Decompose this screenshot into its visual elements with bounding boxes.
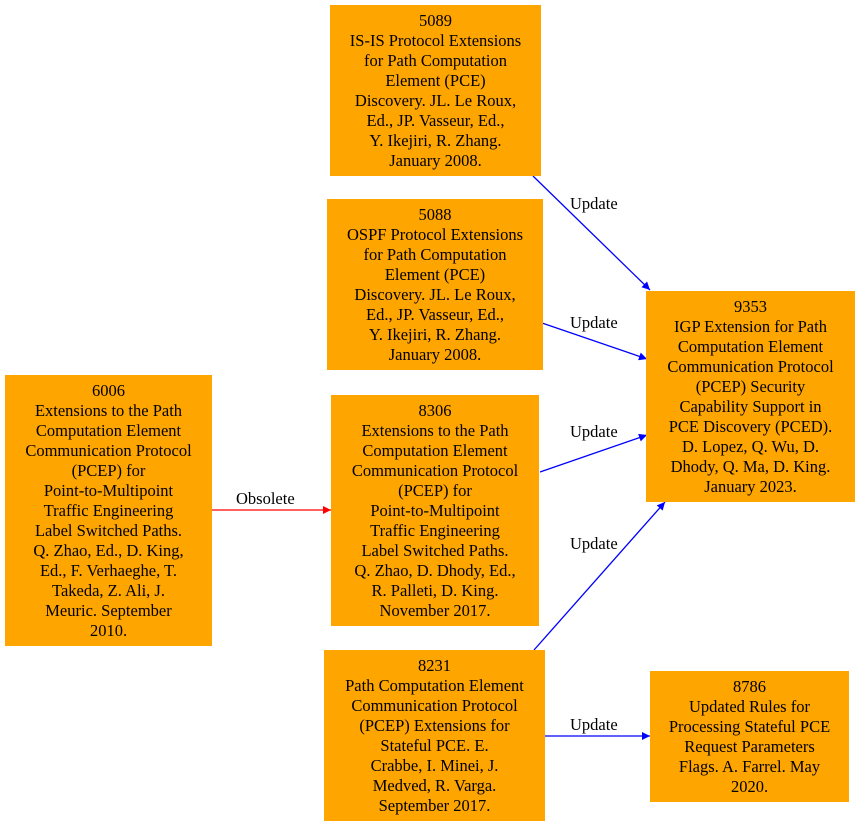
edge-label-8231-9353: Update bbox=[570, 534, 618, 553]
node-8231-line-3: (PCEP) Extensions for bbox=[359, 715, 510, 735]
node-6006-line-5: Point-to-Multipoint bbox=[43, 480, 174, 500]
node-5089-line-4: Discovery. JL. Le Roux, bbox=[354, 90, 517, 110]
node-9353-number: 9353 bbox=[734, 296, 767, 316]
node-8306-line-9: R. Palleti, D. King. bbox=[371, 580, 499, 600]
node-5089-line-5: Ed., JP. Vasseur, Ed., bbox=[366, 110, 505, 130]
node-6006-line-3: Communication Protocol bbox=[25, 440, 192, 460]
node-5088-number: 5088 bbox=[418, 204, 452, 224]
node-8306: 8306 Extensions to the Path Computation … bbox=[331, 395, 539, 626]
node-8231-line-5: Crabbe, I. Minei, J. bbox=[370, 755, 499, 775]
edge-label-6006-8306: Obsolete bbox=[236, 489, 295, 508]
node-5089: 5089 IS-IS Protocol Extensions for Path … bbox=[330, 5, 541, 176]
node-5088-line-6: Y. Ikejiri, R. Zhang. bbox=[368, 324, 502, 344]
node-8306-line-1: Extensions to the Path bbox=[361, 420, 509, 440]
node-6006-line-12: 2010. bbox=[89, 620, 128, 640]
node-9353-line-4: (PCEP) Security bbox=[695, 376, 806, 396]
node-6006-line-6: Traffic Engineering bbox=[43, 500, 174, 520]
node-8306-line-7: Label Switched Paths. bbox=[361, 540, 509, 560]
node-6006-number: 6006 bbox=[92, 380, 125, 400]
node-5088-line-1: OSPF Protocol Extensions bbox=[346, 224, 524, 244]
node-8231-line-2: Communication Protocol bbox=[351, 695, 518, 715]
node-8306-line-3: Communication Protocol bbox=[351, 460, 519, 480]
node-8231-line-1: Path Computation Element bbox=[345, 675, 524, 695]
node-8231: 8231 Path Computation Element Communicat… bbox=[324, 650, 545, 821]
node-8786-line-2: Processing Stateful PCE bbox=[668, 716, 831, 736]
node-9353-line-8: Dhody, Q. Ma, D. King. bbox=[670, 456, 831, 476]
node-5089-line-3: Element (PCE) bbox=[385, 70, 486, 90]
node-5089-line-2: for Path Computation bbox=[364, 50, 507, 70]
node-5088-line-4: Discovery. JL. Le Roux, bbox=[354, 284, 516, 304]
edge-5088-9353 bbox=[541, 322, 648, 361]
node-9353-line-2: Computation Element bbox=[677, 336, 824, 356]
edge-8231-9353 bbox=[533, 501, 666, 651]
node-6006-line-2: Computation Element bbox=[35, 420, 182, 440]
node-8786-line-4: Flags. A. Farrel. May bbox=[678, 756, 821, 776]
node-6006-line-4: (PCEP) for bbox=[71, 460, 146, 480]
node-9353-line-7: D. Lopez, Q. Wu, D. bbox=[682, 436, 819, 456]
node-8231-line-4: Stateful PCE. E. bbox=[380, 735, 489, 755]
node-6006-line-1: Extensions to the Path bbox=[34, 400, 183, 420]
node-5089-line-6: Y. Ikejiri, R. Zhang. bbox=[369, 130, 502, 150]
node-8306-line-2: Computation Element bbox=[362, 440, 508, 460]
node-6006-line-9: Ed., F. Verhaeghe, T. bbox=[39, 560, 178, 580]
node-6006-line-10: Takeda, Z. Ali, J. bbox=[52, 580, 165, 600]
node-9353-line-6: PCE Discovery (PCED). bbox=[668, 416, 833, 436]
node-9353-line-9: January 2023. bbox=[704, 476, 797, 496]
node-9353-line-1: IGP Extension for Path bbox=[674, 316, 827, 336]
node-8786-line-3: Request Parameters bbox=[684, 736, 815, 756]
node-5088: 5088 OSPF Protocol Extensions for Path C… bbox=[327, 199, 543, 370]
node-5088-line-7: January 2008. bbox=[388, 344, 482, 364]
node-6006-line-11: Meuric. September bbox=[45, 600, 172, 620]
node-8306-number: 8306 bbox=[418, 400, 452, 420]
node-8306-line-5: Point-to-Multipoint bbox=[370, 500, 500, 520]
node-9353: 9353 IGP Extension for Path Computation … bbox=[646, 291, 855, 502]
node-8306-line-10: November 2017. bbox=[379, 600, 491, 620]
node-8306-line-6: Traffic Engineering bbox=[370, 520, 500, 540]
node-8786-line-1: Updated Rules for bbox=[689, 696, 810, 716]
node-5088-line-3: Element (PCE) bbox=[384, 264, 486, 284]
node-5089-number: 5089 bbox=[419, 10, 452, 30]
edge-8306-9353 bbox=[539, 433, 648, 473]
node-8786-number: 8786 bbox=[733, 676, 766, 696]
node-8306-line-4: (PCEP) for bbox=[398, 480, 472, 500]
node-9353-line-3: Communication Protocol bbox=[667, 356, 834, 376]
node-8231-number: 8231 bbox=[418, 655, 451, 675]
edge-label-5088-9353: Update bbox=[570, 313, 618, 332]
node-5088-line-2: for Path Computation bbox=[363, 244, 507, 264]
node-8231-line-6: Medved, R. Varga. bbox=[372, 775, 497, 795]
node-5089-line-1: IS-IS Protocol Extensions bbox=[349, 30, 522, 50]
edge-label-8231-8786: Update bbox=[570, 715, 618, 734]
node-8231-line-7: September 2017. bbox=[378, 795, 491, 815]
node-8786-line-5: 2020. bbox=[730, 776, 769, 796]
node-6006-line-8: Q. Zhao, Ed., D. King, bbox=[33, 540, 184, 560]
edge-label-8306-9353: Update bbox=[570, 422, 618, 441]
edge-5089-9353 bbox=[532, 175, 651, 291]
node-5088-line-5: Ed., JP. Vasseur, Ed., bbox=[366, 304, 504, 324]
node-9353-line-5: Capability Support in bbox=[679, 396, 822, 416]
node-5089-line-7: January 2008. bbox=[389, 150, 482, 170]
node-8786: 8786 Updated Rules for Processing Statef… bbox=[650, 671, 849, 802]
edge-label-5089-9353: Update bbox=[570, 194, 618, 213]
node-6006: 6006 Extensions to the Path Computation … bbox=[5, 375, 212, 646]
node-6006-line-7: Label Switched Paths. bbox=[34, 520, 183, 540]
node-8306-line-8: Q. Zhao, D. Dhody, Ed., bbox=[354, 560, 516, 580]
